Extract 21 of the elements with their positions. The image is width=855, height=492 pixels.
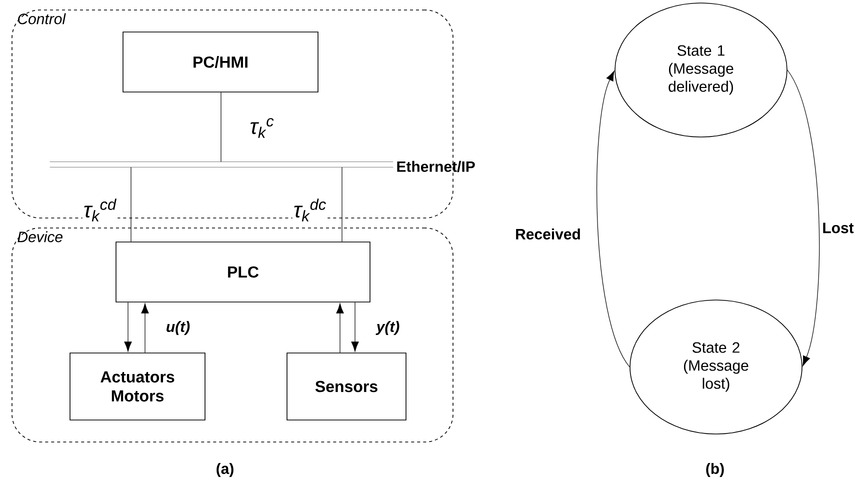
block-box: PLC	[116, 242, 370, 302]
arrow	[787, 70, 820, 366]
edge-label: τ$_{k}$dc	[292, 198, 328, 222]
edge-label: y(t)	[375, 320, 401, 336]
arrow	[124, 302, 132, 352]
edge-label: τ$_{k}$c	[248, 117, 276, 139]
arrow	[141, 303, 149, 353]
panel-label: (a)	[216, 463, 234, 477]
arrow	[596, 70, 630, 368]
bus-label: Ethernet/IP	[397, 160, 475, 172]
edge-label: u(t)	[164, 320, 192, 336]
bus-line	[50, 162, 394, 168]
block-box: Actuators Motors	[70, 352, 206, 420]
block-box: Sensors	[286, 352, 406, 420]
edge-label: τ$_{k}$cd	[82, 198, 118, 222]
panel-label: (b)	[706, 463, 724, 477]
arrow	[336, 303, 344, 353]
edge-label: Received	[514, 228, 582, 240]
block-box: PC/HMI	[122, 32, 318, 92]
edge-label: Lost	[821, 222, 855, 234]
arrow	[351, 302, 359, 352]
